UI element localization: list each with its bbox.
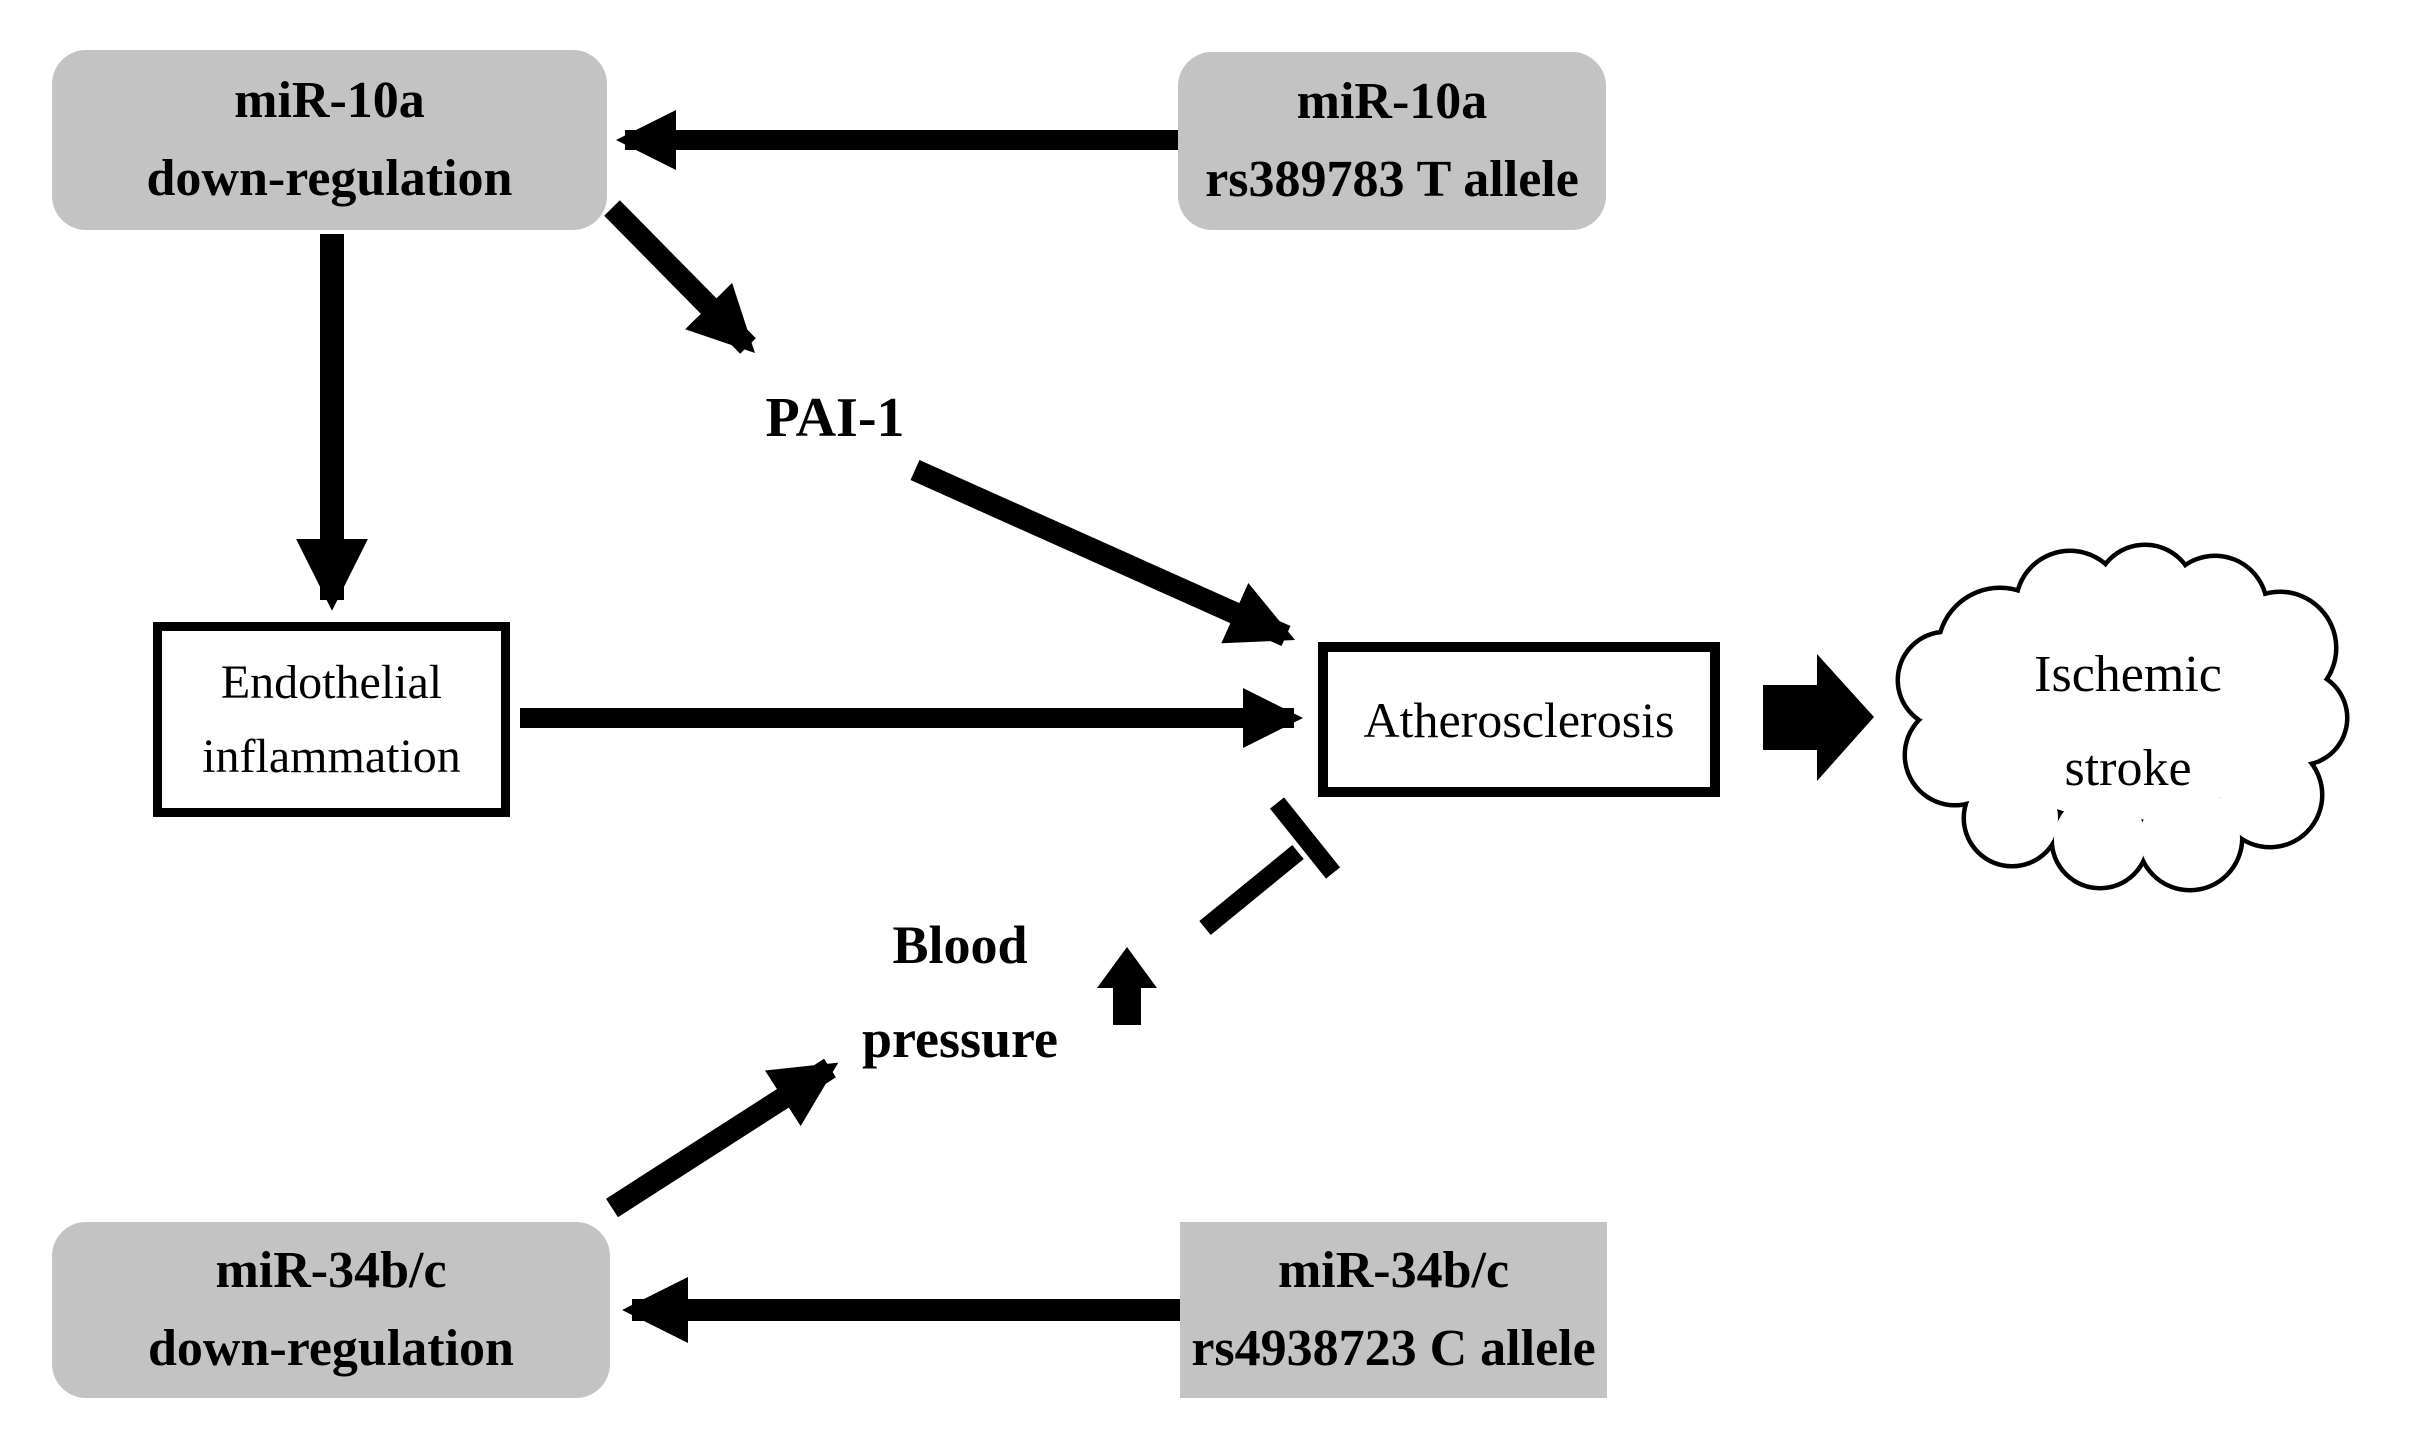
- node-atherosclerosis: Atherosclerosis: [1318, 642, 1720, 797]
- arrow-pai1-to-atherosclerosis: [910, 459, 1296, 647]
- node-mir10a-allele-line2: rs389783 T allele: [1205, 151, 1579, 208]
- node-mir34bc-downregulation-line2: down-regulation: [148, 1320, 514, 1377]
- node-endothelial-line1: Endothelial: [220, 655, 443, 709]
- node-mir34bc-allele-line1: miR-34b/c: [1277, 1242, 1510, 1299]
- node-mir10a-downregulation-line1: miR-10a: [234, 72, 425, 129]
- node-mir10a-rs389783-t-allele: miR-10a rs389783 T allele: [1178, 52, 1606, 230]
- arrow-mir10a-down-to-pai1: [604, 200, 756, 354]
- node-mir34bc-downregulation: miR-34b/c down-regulation: [52, 1222, 610, 1398]
- label-ischemic-stroke-line1: Ischemic: [2034, 646, 2222, 703]
- blood-pressure-up-arrow-icon: [1097, 947, 1157, 1025]
- label-blood-pressure: Blood pressure: [800, 898, 1120, 1086]
- block-arrow-atherosclerosis-to-stroke: [1763, 654, 1874, 781]
- label-blood-pressure-line2: pressure: [861, 1009, 1058, 1069]
- label-blood-pressure-line1: Blood: [892, 915, 1028, 975]
- node-mir10a-allele-line1: miR-10a: [1296, 73, 1488, 130]
- label-ischemic-stroke-line2: stroke: [2064, 740, 2192, 797]
- node-endothelial-line2: inflammation: [202, 729, 461, 783]
- label-pai1: PAI-1: [765, 387, 905, 449]
- arrow-mir34bc-down-to-blood-pressure: [606, 1058, 839, 1218]
- ischemic-stroke-cloud: [1900, 547, 2345, 888]
- node-mir34bc-rs4938723-c-allele: miR-34b/c rs4938723 C allele: [1180, 1222, 1607, 1398]
- node-mir34bc-allele-line2: rs4938723 C allele: [1191, 1320, 1596, 1377]
- tbar-blood-pressure-to-atherosclerosis: [1199, 797, 1341, 935]
- node-mir10a-downregulation-line2: down-regulation: [146, 150, 513, 207]
- node-mir34bc-downregulation-line1: miR-34b/c: [215, 1242, 447, 1299]
- node-atherosclerosis-label: Atherosclerosis: [1363, 691, 1675, 748]
- label-ischemic-stroke: Ischemic stroke: [1968, 628, 2288, 816]
- node-endothelial-inflammation: Endothelial inflammation: [153, 622, 510, 817]
- node-mir10a-downregulation: miR-10a down-regulation: [52, 50, 607, 230]
